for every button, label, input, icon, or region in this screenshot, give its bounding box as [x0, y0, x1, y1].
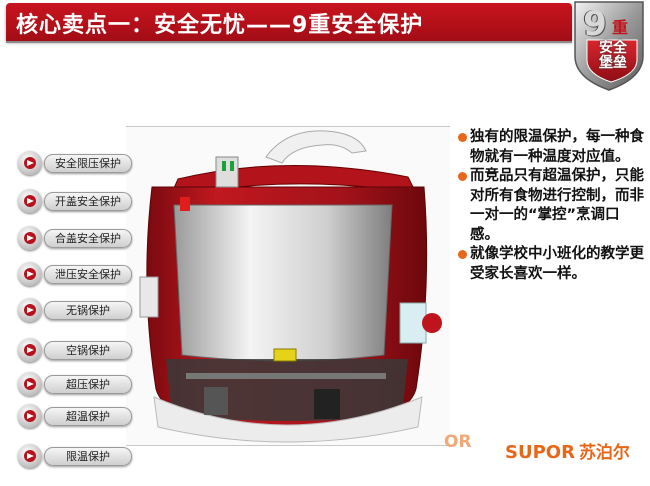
feature-label: 合盖安全保护: [44, 229, 132, 248]
pressure-cooker-cutaway-illustration: [139, 130, 442, 443]
feature-label: 超温保护: [44, 407, 132, 426]
bullet-item: 而竞品只有超温保护，只能对所有食物进行控制，而非一对一的“掌控”烹调口感。: [458, 167, 644, 245]
feature-label: 安全限压保护: [44, 154, 132, 173]
title-underline: [6, 41, 572, 43]
feature-item: 安全限压保护: [18, 151, 132, 175]
bullet-dot-icon: [458, 133, 467, 142]
badge-char: 重: [612, 18, 629, 37]
nine-layers-badge: 9 重 安全堡垒: [571, 0, 647, 92]
feature-label: 开盖安全保护: [44, 192, 132, 211]
bullet-text: 独有的限温保护，每一种食物就有一种温度对应值。: [470, 129, 644, 165]
feature-item: 空锅保护: [18, 338, 132, 362]
feature-label: 泄压安全保护: [44, 265, 132, 284]
bullet-dot-icon: [458, 172, 467, 181]
selling-points: 独有的限温保护，每一种食物就有一种温度对应值。 而竞品只有超温保护，只能对所有食…: [458, 128, 644, 284]
bullet-item: 独有的限温保护，每一种食物就有一种温度对应值。: [458, 128, 644, 167]
feature-item: 超压保护: [18, 372, 132, 396]
feature-item: 泄压安全保护: [18, 262, 132, 286]
feature-label: 限温保护: [44, 447, 132, 466]
bullet-dot-icon: [458, 250, 467, 259]
feature-item: 开盖安全保护: [18, 189, 132, 213]
feature-label: 无锅保护: [44, 301, 132, 320]
bullet-text: 就像学校中小班化的教学更受家长喜欢一样。: [470, 246, 644, 282]
shield-icon: [574, 1, 644, 91]
badge-number: 9: [583, 4, 607, 44]
bullet-text: 而竞品只有超温保护，只能对所有食物进行控制，而非一对一的“掌控”烹调口感。: [470, 168, 644, 243]
page-title: 核心卖点一：安全无忧——9重安全保护: [16, 13, 424, 38]
feature-item: 无锅保护: [18, 298, 132, 322]
logo-ghost-text: OR: [444, 432, 472, 452]
logo-brand: SUPOR: [505, 442, 575, 463]
pressure-cooker-image: [126, 126, 450, 446]
bullet-item: 就像学校中小班化的教学更受家长喜欢一样。: [458, 245, 644, 284]
feature-item: 限温保护: [18, 444, 132, 468]
feature-label: 超压保护: [44, 375, 132, 394]
logo-cn: 苏泊尔: [578, 443, 630, 463]
badge-subtitle: 安全堡垒: [599, 40, 627, 71]
feature-item: 超温保护: [18, 404, 132, 428]
feature-label: 空锅保护: [44, 341, 132, 360]
title-bar: 核心卖点一：安全无忧——9重安全保护: [6, 3, 572, 41]
feature-item: 合盖安全保护: [18, 226, 132, 250]
